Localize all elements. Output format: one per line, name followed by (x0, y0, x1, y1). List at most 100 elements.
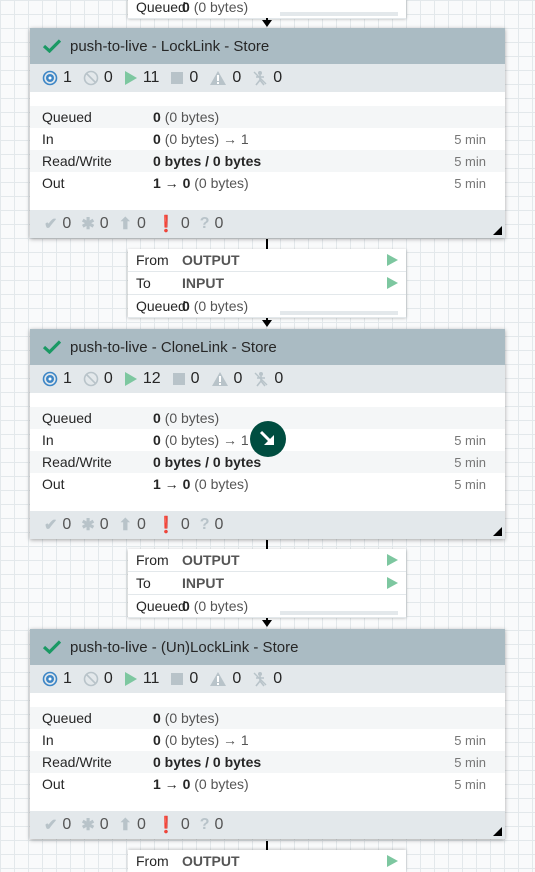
connector-arrow (262, 20, 272, 27)
running-icon (42, 70, 58, 86)
processor-header[interactable]: push-to-live - LockLink - Store (30, 28, 505, 64)
stopped-icon (83, 671, 99, 687)
invalid-icon: ✱ (81, 216, 95, 233)
stop-icon (171, 72, 184, 84)
error-icon: ❗ (155, 216, 176, 233)
valid-icon: ✔ (44, 517, 58, 534)
unknown-icon: ? (199, 516, 210, 533)
invalid-icon: ✱ (81, 517, 95, 534)
warning-stat: 0 (209, 670, 241, 688)
running-icon (42, 371, 58, 387)
processor-locklink[interactable]: push-to-live - LockLink - Store 1 0 11 0… (30, 28, 505, 238)
connection-top[interactable]: Queued 0 (0 bytes) (128, 0, 406, 19)
stop-stat: 0 (170, 670, 198, 688)
unknown-icon: ? (199, 816, 210, 833)
connector-line (266, 841, 268, 851)
processor-title: push-to-live - LockLink - Store (70, 37, 270, 55)
stopped-icon (83, 70, 99, 86)
play-stat: 12 (124, 370, 161, 388)
stopped-icon (83, 371, 99, 387)
check-icon (43, 640, 61, 654)
queued-bytes: (0 bytes) (193, 0, 249, 15)
warning-icon (210, 672, 227, 686)
stopped-stat: 0 (83, 370, 113, 388)
resize-handle[interactable] (493, 527, 502, 536)
stop-stat: 0 (170, 69, 198, 87)
connector-arrow (262, 620, 272, 627)
disabled-stat: 0 (252, 69, 282, 87)
arrow-down-right-icon (259, 430, 275, 446)
disabled-stat: 0 (252, 670, 282, 688)
processor-stats: 1 0 11 0 0 0 (30, 665, 505, 693)
play-icon (124, 71, 137, 85)
queue-bar (280, 311, 398, 315)
connector-arrow (262, 320, 272, 327)
processor-title: push-to-live - (Un)LockLink - Store (70, 638, 299, 656)
processor-header[interactable]: push-to-live - (Un)LockLink - Store (30, 629, 505, 665)
cursor-icon (250, 421, 286, 457)
check-icon (43, 340, 61, 354)
play-icon (387, 577, 398, 589)
disabled-icon (254, 372, 268, 387)
up-icon: ⬆ (118, 817, 133, 834)
error-icon: ❗ (155, 817, 176, 834)
valid-icon: ✔ (44, 817, 58, 834)
processor-stats: 1 0 11 0 0 0 (30, 64, 505, 92)
processor-header[interactable]: push-to-live - CloneLink - Store (30, 329, 505, 365)
check-icon (43, 39, 61, 53)
queued-count: 0 (182, 0, 190, 15)
stopped-stat: 0 (83, 670, 113, 688)
disabled-stat: 0 (253, 370, 283, 388)
warning-icon (210, 71, 227, 85)
play-stat: 11 (124, 670, 159, 688)
warning-stat: 0 (211, 370, 242, 388)
play-icon (124, 672, 137, 686)
queue-bar (280, 611, 398, 615)
connector-line (266, 239, 268, 249)
disabled-icon (253, 71, 267, 86)
processor-unlocklink[interactable]: push-to-live - (Un)LockLink - Store 1 0 … (30, 629, 505, 839)
running-stat: 1 (42, 370, 72, 388)
resize-handle[interactable] (493, 827, 502, 836)
unknown-icon: ? (199, 215, 210, 232)
processor-title: push-to-live - CloneLink - Store (70, 338, 277, 356)
running-stat: 1 (42, 69, 72, 87)
stop-icon (172, 373, 185, 385)
running-stat: 1 (42, 670, 72, 688)
play-stat: 11 (124, 69, 159, 87)
connector-line (266, 540, 268, 550)
stop-icon (171, 673, 184, 685)
resize-handle[interactable] (493, 226, 502, 235)
error-icon: ❗ (155, 517, 176, 534)
warning-icon (211, 372, 228, 386)
up-icon: ⬆ (118, 216, 133, 233)
queue-bar (280, 12, 398, 16)
invalid-icon: ✱ (81, 817, 95, 834)
stop-stat: 0 (172, 370, 200, 388)
processor-footer: ✔0 ✱0 ⬆0 ❗0 ?0 (30, 511, 505, 539)
warning-stat: 0 (209, 69, 241, 87)
stopped-stat: 0 (83, 69, 113, 87)
play-icon (387, 254, 398, 266)
disabled-icon (253, 672, 267, 687)
processor-footer: ✔0 ✱0 ⬆0 ❗0 ?0 (30, 210, 505, 238)
up-icon: ⬆ (118, 517, 133, 534)
